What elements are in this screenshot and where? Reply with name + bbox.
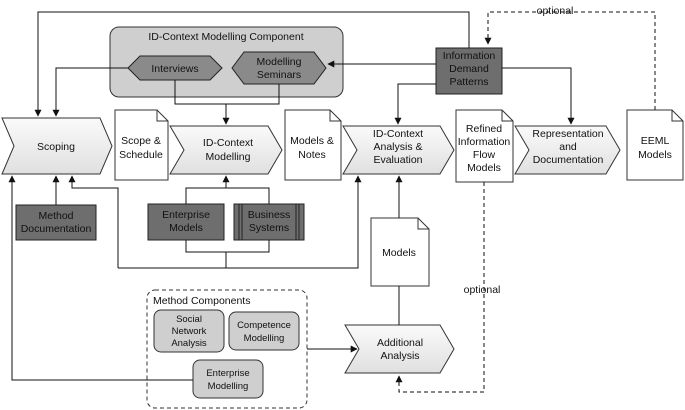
method-components-box (146, 289, 308, 409)
aa-line2: Analysis (380, 350, 419, 362)
idp-line2: Demand (449, 63, 489, 75)
md-line2: Documentation (21, 223, 92, 235)
method-components-title: Method Components (153, 295, 250, 307)
modelling-seminars-line2: Seminars (257, 69, 301, 81)
idcm-line2: Modelling (206, 151, 251, 163)
emod-line1: Enterprise (206, 368, 249, 379)
rfm-line4: Models (467, 162, 501, 174)
scope-schedule-line1: Scope & (121, 135, 161, 147)
models-notes-line1: Models & (290, 135, 334, 147)
additional-analysis-step (344, 324, 455, 374)
scoping-label: Scoping (37, 141, 75, 153)
bs-line1: Business (248, 209, 291, 221)
idca-line3: Evaluation (373, 154, 422, 166)
scope-schedule-line2: Schedule (119, 149, 163, 161)
enterprise-models-node (147, 203, 225, 241)
competence-modelling-node (228, 311, 300, 351)
models-doc (370, 217, 430, 287)
optional-top-label: optional (537, 5, 574, 17)
rd-line2: and (559, 141, 577, 153)
aa-line1: Additional (377, 337, 423, 349)
modelling-seminars-node (231, 51, 327, 85)
emod-line2: Modelling (208, 381, 249, 392)
md-line1: Method (38, 210, 73, 222)
modelling-seminars-line1: Modelling (257, 56, 302, 68)
models-notes-doc (284, 109, 342, 181)
bs-line2: Systems (249, 222, 289, 234)
idp-line1: Information (443, 50, 496, 62)
cm-line2: Modelling (244, 333, 285, 344)
method-documentation-node (15, 204, 97, 241)
id-context-analysis-step (342, 125, 455, 175)
rfm-line1: Refined (466, 123, 502, 135)
enterprise-modelling-node (192, 359, 264, 399)
id-context-modelling-step (169, 125, 283, 175)
scoping-step (1, 117, 113, 175)
business-systems-node (233, 203, 305, 241)
rd-line1: Representation (532, 128, 603, 140)
eeml-line1: EEML (641, 135, 670, 147)
rfm-line3: Flow (473, 149, 496, 161)
refined-flow-models-doc (455, 109, 514, 183)
id-context-component-title: ID-Context Modelling Component (148, 31, 303, 43)
eeml-models-doc (626, 109, 684, 181)
optional-bottom-label: optional (464, 284, 501, 296)
sna-line3: Analysis (171, 338, 207, 349)
scope-schedule-doc (114, 109, 169, 181)
idca-line1: ID-Context (373, 128, 423, 140)
models-notes-line2: Notes (298, 149, 325, 161)
idca-line2: Analysis & (373, 141, 422, 153)
interviews-node (127, 55, 223, 81)
idcm-line1: ID-Context (203, 137, 253, 149)
representation-documentation-step (514, 125, 621, 175)
sna-line2: Network (172, 326, 207, 337)
em-line1: Enterprise (162, 209, 210, 221)
rd-line3: Documentation (533, 154, 604, 166)
sna-line1: Social (176, 314, 202, 325)
idp-line3: Patterns (449, 76, 488, 88)
information-demand-patterns-node (435, 47, 503, 95)
interviews-label: Interviews (151, 63, 198, 75)
cm-line1: Competence (237, 320, 291, 331)
eeml-line2: Models (638, 149, 672, 161)
rfm-line2: Information (458, 136, 511, 148)
connectors (8, 11, 656, 393)
models-label: Models (382, 247, 416, 259)
em-line2: Models (169, 222, 203, 234)
social-network-analysis-node (153, 309, 225, 353)
